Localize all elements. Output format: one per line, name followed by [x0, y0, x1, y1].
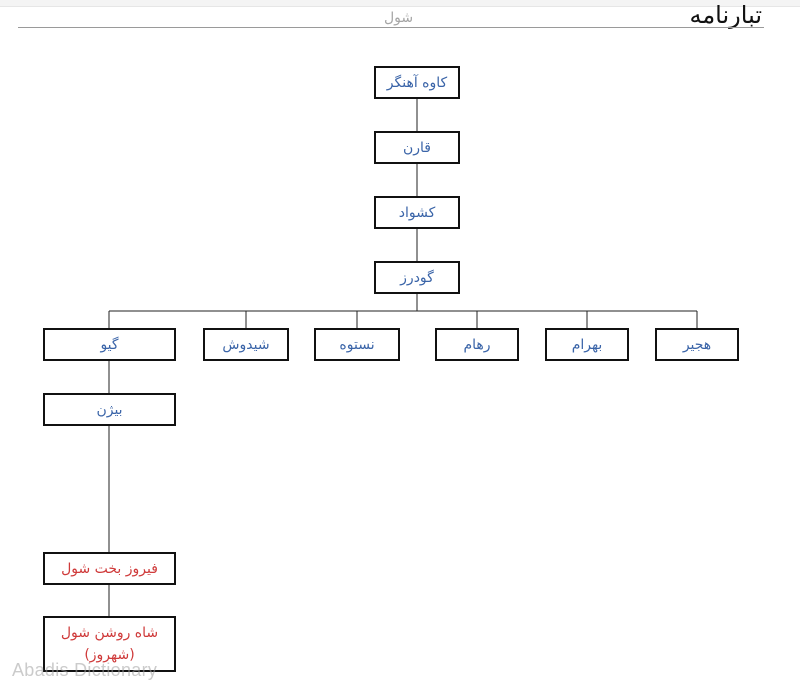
- node-label: رهام: [463, 336, 491, 353]
- node-bizhan: بیژن: [43, 393, 176, 426]
- node-nastouh: نستوه: [314, 328, 400, 361]
- node-hojir: هجیر: [655, 328, 739, 361]
- node-qaren: قارن: [374, 131, 460, 164]
- node-label: کشواد: [398, 204, 436, 221]
- node-label: هجیر: [682, 336, 712, 353]
- node-shidoosh: شیدوش: [203, 328, 289, 361]
- node-roham: رهام: [435, 328, 519, 361]
- node-keshvad: کشواد: [374, 196, 460, 229]
- node-label: گیو: [100, 336, 119, 353]
- node-label: بیژن: [96, 401, 123, 418]
- node-label: گودرز: [400, 269, 434, 286]
- node-label: کاوه آهنگر: [386, 74, 448, 91]
- header-divider: [18, 27, 764, 28]
- node-label: شیدوش: [222, 336, 270, 353]
- node-giv: گیو: [43, 328, 176, 361]
- node-label: قارن: [403, 139, 431, 156]
- node-label: نستوه: [339, 336, 375, 353]
- watermark: Abadis Dictionary: [12, 660, 158, 680]
- node-label: شاه روشن شول (شهروز): [60, 625, 159, 663]
- node-kaveh-ahangar: کاوه آهنگر: [374, 66, 460, 99]
- top-edge: [0, 0, 800, 7]
- page-subtitle: شول: [384, 10, 414, 26]
- node-firouz-bakht-shol: فیروز بخت شول: [43, 552, 176, 585]
- node-shah-rooshan-shol: شاه روشن شول (شهروز): [43, 616, 176, 672]
- node-label: بهرام: [571, 336, 603, 353]
- node-goodarz: گودرز: [374, 261, 460, 294]
- node-bahram: بهرام: [545, 328, 629, 361]
- page-title: تبارنامه: [689, 1, 762, 29]
- node-label: فیروز بخت شول: [61, 560, 158, 577]
